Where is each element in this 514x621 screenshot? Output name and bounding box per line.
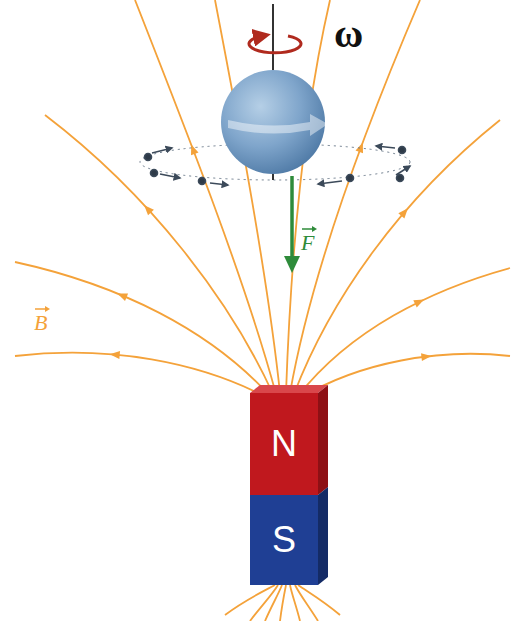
particles bbox=[145, 146, 411, 185]
rotation-arrow bbox=[249, 36, 301, 53]
field-arrowhead bbox=[109, 350, 120, 359]
field-arrowhead bbox=[356, 141, 367, 153]
vector-overarrow bbox=[35, 226, 317, 312]
rotation-axis bbox=[272, 4, 274, 80]
pole-label: N bbox=[271, 426, 297, 462]
force-arrowhead bbox=[284, 256, 300, 273]
magnet-south-pole: S bbox=[250, 495, 318, 585]
angular-velocity-label: ω bbox=[334, 14, 363, 54]
pole-label: S bbox=[272, 522, 296, 558]
field-arrowhead bbox=[413, 296, 425, 308]
field-arrowhead bbox=[187, 143, 198, 155]
field-arrowhead bbox=[116, 290, 128, 301]
field-label: B bbox=[34, 312, 47, 334]
field-arrowhead bbox=[398, 206, 411, 219]
magnet-north-pole: N bbox=[250, 393, 318, 495]
rotation-axis bbox=[272, 174, 274, 180]
field-lines bbox=[15, 0, 510, 621]
magnet bbox=[250, 385, 328, 585]
field-arrowhead bbox=[421, 352, 432, 361]
field-arrowhead bbox=[141, 202, 154, 215]
field-arrowheads bbox=[109, 141, 431, 361]
force-arrow bbox=[290, 176, 294, 258]
surface-current bbox=[228, 114, 328, 136]
force-label: F bbox=[301, 232, 314, 254]
